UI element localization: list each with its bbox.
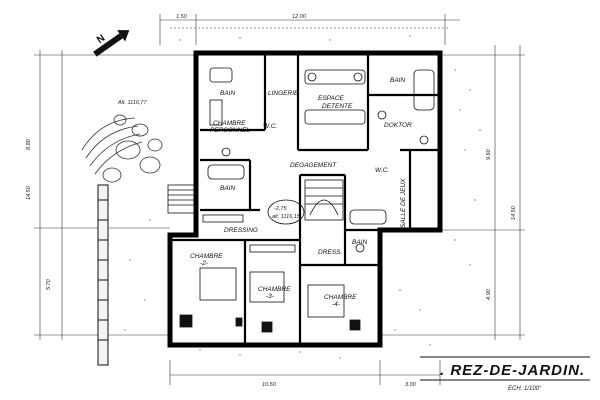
dim-top-left: 1.50 [176,14,188,20]
room-bain-top: BAIN [220,90,235,97]
interior-walls [172,55,438,343]
plan-title: . REZ-DE-JARDIN. [440,362,585,379]
terrain-dots [124,35,481,359]
room-bain-right: BAIN [390,77,405,84]
dim-right-total: 14.50 [511,205,517,220]
room-dressing-2: DRESS. [318,249,342,256]
room-bain-left: BAIN [220,185,235,192]
north-arrow-icon: N [93,30,130,57]
room-bain-bottom: BAIN [352,239,367,246]
room-doctor: DOKTOR [384,122,412,129]
garden-wall [97,184,109,366]
garden-steps [167,184,197,214]
level-note-1: -2,75 [274,206,287,212]
room-chambre-4: CHAMBRE-4- [324,294,357,308]
dim-top-main: 12.00 [292,14,307,20]
dim-right-lower: 4.90 [486,288,492,300]
dim-left-upper: 8.80 [26,138,32,150]
dim-right-upper: 9.60 [486,148,492,160]
level-note-2: alt. 1116,15 [272,214,301,220]
dimension-lines [34,14,525,385]
room-dressing-1: DRESSING [224,227,258,234]
room-lingerie: LINGERIE [268,90,299,97]
dim-left-total: 14.50 [26,185,32,200]
room-salle-de-jeux: SALLE DE JEUX [400,178,407,228]
exterior-walls [167,50,443,348]
garden-rocks [81,114,163,183]
furniture [179,67,435,333]
plan-scale: ECH. 1/100° [508,386,542,392]
altitude-note: Alt. 1116,77 [117,100,147,106]
room-degagement: DEGAGEMENT [290,162,337,169]
room-chambre-3: CHAMBRE-3- [258,286,291,300]
dim-bottom-main: 10.50 [262,382,277,388]
dim-bottom-right: 3.00 [405,382,417,388]
level-marker [267,199,305,225]
dim-left-lower: 5.70 [46,278,52,290]
room-wc-right: W.C. [375,167,389,174]
room-wc-left: W.C. [263,123,277,130]
room-chambre-2: CHAMBRE-2- [190,253,223,267]
